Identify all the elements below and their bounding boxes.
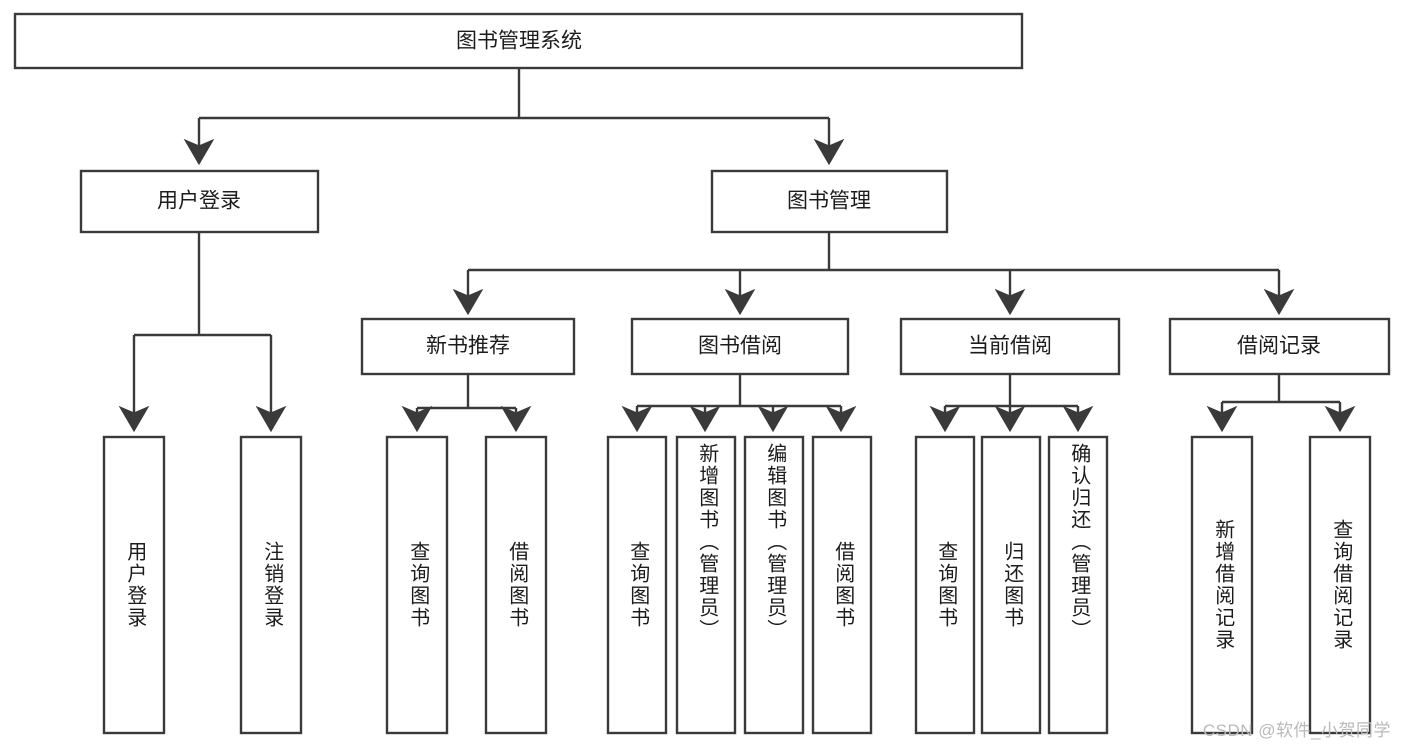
node-leaf-query-book-3[interactable] [914, 435, 976, 735]
node-root[interactable] [13, 12, 1024, 70]
node-leaf-user-logout[interactable] [239, 435, 303, 735]
node-leaf-confirm-return[interactable] [1047, 435, 1109, 735]
node-layer: 图书管理系统 用户登录 图书管理 新书推荐 图书借阅 当前借阅 借阅记录 [13, 12, 1391, 735]
node-user-login-label: 用户登录 [157, 190, 241, 213]
node-leaf-query-record[interactable] [1308, 435, 1372, 735]
node-user-login[interactable] [79, 169, 320, 234]
node-book-management-label: 图书管理 [787, 190, 871, 213]
node-leaf-edit-book[interactable] [743, 435, 805, 735]
node-root-label: 图书管理系统 [456, 30, 582, 53]
node-book-borrow-label: 图书借阅 [698, 335, 782, 358]
node-leaf-add-record[interactable] [1190, 435, 1254, 735]
node-current-borrow-label: 当前借阅 [968, 335, 1052, 358]
node-leaf-user-login[interactable] [102, 435, 166, 735]
node-leaf-borrow-book-2[interactable] [811, 435, 873, 735]
node-leaf-query-book-2[interactable] [606, 435, 668, 735]
node-current-borrow[interactable] [899, 317, 1121, 376]
node-book-management[interactable] [710, 169, 949, 234]
connector-layer [118, 68, 1356, 433]
node-new-book-recommend-label: 新书推荐 [426, 335, 510, 358]
node-borrow-record-label: 借阅记录 [1237, 335, 1321, 358]
node-new-book-recommend[interactable] [360, 317, 576, 376]
node-borrow-record[interactable] [1168, 317, 1391, 376]
node-leaf-return-book[interactable] [980, 435, 1042, 735]
node-leaf-query-book-1[interactable] [385, 435, 449, 735]
node-leaf-borrow-book-1[interactable] [484, 435, 548, 735]
node-book-borrow[interactable] [630, 317, 850, 376]
node-leaf-add-book[interactable] [675, 435, 737, 735]
